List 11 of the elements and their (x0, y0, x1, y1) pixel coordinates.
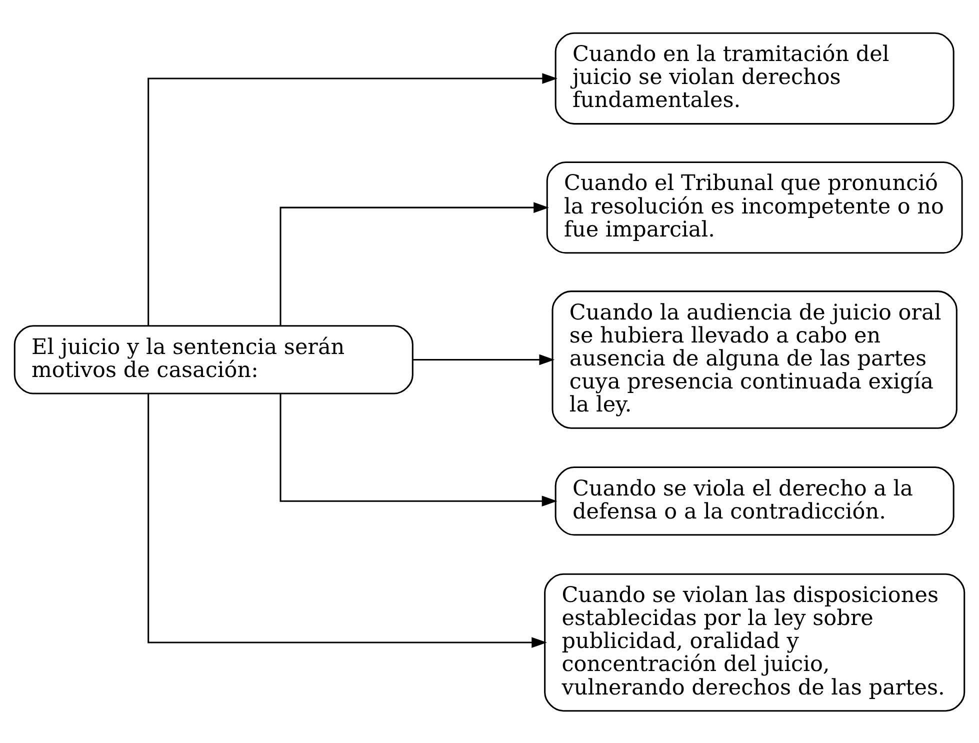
node-box: Cuando la audiencia de juicio oral se hubiera llevado a cabo en ausencia de alguna de las partes cuya presencia continuada exigía la ley. (552, 290, 958, 428)
arrow (280, 393, 558, 506)
node-box: El juicio y la sentencia serán motivos de casación: (14, 324, 414, 394)
node-box: Cuando se viola el derecho a la defensa o a la contradicción. (554, 466, 954, 536)
arrow (412, 354, 555, 365)
node-box: Cuando el Tribunal que pronunció la resolución es incompetente o no fue imparcial. (546, 160, 963, 254)
node-box: Cuando se violan las disposiciones establecidas por la ley sobre publicidad, oralidad y concentración del juicio, vulnerando derechos de las partes. (544, 572, 966, 712)
arrow (148, 393, 547, 648)
node-box: Cuando en la tramitación del juicio se violan derechos fundamentales. (554, 32, 954, 124)
arrow (148, 72, 558, 326)
arrow (280, 202, 549, 325)
